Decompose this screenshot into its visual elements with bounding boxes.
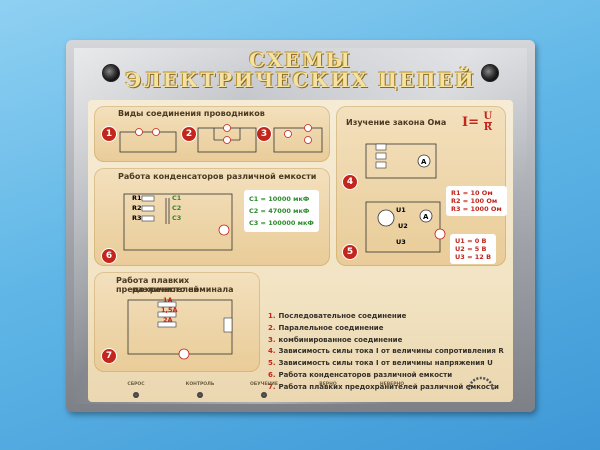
- u-label: U3: [396, 238, 406, 246]
- correct-label: ВЕРНО: [319, 382, 337, 387]
- c-label: C3: [172, 214, 182, 222]
- fuses-heading-line1: Работа плавких предохранителей: [116, 276, 200, 294]
- legend-number: 4.: [268, 347, 276, 356]
- legend-item: 5.Зависимость силы тока I от величины на…: [268, 359, 504, 371]
- legend-text: Паралельное соединение: [278, 323, 384, 332]
- legend-item: 4.Зависимость силы тока I от величины со…: [268, 347, 504, 359]
- resistor-value: R3 = 1000 Ом: [451, 205, 502, 213]
- resistor-value: R1 = 10 Ом: [451, 189, 493, 197]
- gauge-icon: [467, 376, 495, 391]
- resistor-values: R1 = 10 Ом R2 = 100 Ом R3 = 1000 Ом: [446, 186, 507, 216]
- series-parallel-circuits: [119, 124, 323, 153]
- r-label: R3: [132, 214, 142, 222]
- voltage-value: U2 = 5 В: [455, 245, 487, 253]
- poster-frame: СХЕМЫ ЭЛЕКТРИЧЕСКИХ ЦЕПЕЙ Виды соединени…: [66, 40, 535, 412]
- capacitor-value: C2 = 47000 мкФ: [249, 207, 310, 215]
- panel-fuses: Работа плавких предохранителей различног…: [94, 272, 260, 372]
- u-label: U2: [398, 222, 408, 230]
- reset-indicator[interactable]: [133, 392, 139, 398]
- connections-heading: Виды соединения проводников: [118, 109, 265, 118]
- circuit-number: 1: [101, 126, 117, 142]
- fuse-circuit: [127, 299, 233, 360]
- legend-number: 2.: [268, 323, 276, 332]
- ohm-heading: Изучение закона Ома: [346, 118, 447, 127]
- training-label: ОБУЧЕНИЕ: [249, 382, 279, 387]
- legend-text: Работа конденсаторов различной емкости: [278, 370, 453, 379]
- formula-u: U: [483, 111, 493, 123]
- capacitor-value: C1 = 10000 мкФ: [249, 195, 310, 203]
- incorrect-label: НЕВЕРНО: [379, 382, 405, 387]
- c-label: C1: [172, 194, 182, 202]
- fuse-label: 1,5А: [161, 306, 178, 314]
- legend-item: 1.Последовательное соединение: [268, 312, 504, 324]
- u-label: U1: [396, 206, 406, 214]
- capacitor-value: C3 = 100000 мкФ: [249, 219, 314, 227]
- legend-number: 1.: [268, 312, 276, 320]
- legend-number: 3.: [268, 335, 276, 344]
- legend-text: Работа плавких предохранителей различной…: [278, 382, 499, 391]
- circuit-number: 2: [181, 126, 197, 142]
- svg-text:A: A: [423, 213, 429, 221]
- fuses-heading-line2: различного номинала: [132, 285, 234, 294]
- circuit-number: 3: [256, 126, 272, 142]
- poster-board: Виды соединения проводников 1 2 3 Изуч: [88, 100, 513, 402]
- capacitor-circuit: [123, 193, 233, 251]
- control-label: КОНТРОЛЬ: [185, 382, 215, 387]
- fuse-label: 2А: [163, 316, 173, 324]
- capacitors-heading: Работа конденсаторов различной емкости: [118, 172, 317, 181]
- circuit-number: 5: [342, 244, 358, 260]
- panel-capacitors: Работа конденсаторов различной емкости 6…: [94, 168, 330, 266]
- legend-text: комбинированное соединение: [278, 335, 403, 344]
- voltage-values: U1 = 0 В U2 = 5 В U3 = 12 В: [450, 234, 497, 264]
- legend-text: Зависимость силы тока I от величины напр…: [278, 359, 493, 368]
- legend-item: 3.комбинированное соединение: [268, 336, 504, 348]
- panel-ohm-law: Изучение закона Ома I= U R 4 5 A: [336, 106, 507, 266]
- legend-number: 5.: [268, 359, 276, 368]
- svg-text:A: A: [421, 158, 427, 166]
- control-indicator[interactable]: [197, 392, 203, 398]
- screw-icon: [102, 64, 120, 82]
- training-indicator[interactable]: [261, 392, 267, 398]
- voltage-value: U3 = 12 В: [455, 253, 492, 261]
- title-line-1: СХЕМЫ: [249, 48, 352, 72]
- title-line-2: ЭЛЕКТРИЧЕСКИХ ЦЕПЕЙ: [125, 68, 476, 92]
- circuit-number: 4: [342, 174, 358, 190]
- ohm-formula: I= U R: [462, 111, 493, 133]
- circuit-number: 7: [101, 348, 117, 364]
- legend-item: 6.Работа конденсаторов различной емкости: [268, 371, 504, 383]
- legend-item: 2.Паралельное соединение: [268, 324, 504, 336]
- formula-r: R: [483, 122, 493, 133]
- c-label: C2: [172, 204, 182, 212]
- r-label: R2: [132, 204, 142, 212]
- panel-connections: Виды соединения проводников 1 2 3: [94, 106, 330, 162]
- screw-icon: [481, 64, 499, 82]
- legend-number: 6.: [268, 370, 276, 379]
- legend-text: Зависимость силы тока I от величины сопр…: [278, 347, 504, 356]
- voltage-value: U1 = 0 В: [455, 237, 487, 245]
- resistor-value: R2 = 100 Ом: [451, 197, 498, 205]
- circuit-number: 6: [101, 248, 117, 264]
- legend-text: Последовательное соединение: [278, 312, 407, 320]
- capacitor-values: C1 = 10000 мкФ C2 = 47000 мкФ C3 = 10000…: [244, 190, 319, 232]
- fuse-label: 1А: [163, 296, 173, 304]
- legend-item: 7.Работа плавких предохранителей различн…: [268, 383, 504, 395]
- reset-label: СБРОС: [127, 382, 145, 387]
- r-label: R1: [132, 194, 142, 202]
- legend-list: 1.Последовательное соединение 2.Паралель…: [268, 312, 504, 395]
- legend-number: 7.: [268, 382, 276, 391]
- ohm-circuits: A A: [365, 143, 446, 253]
- formula-i: I=: [462, 115, 479, 130]
